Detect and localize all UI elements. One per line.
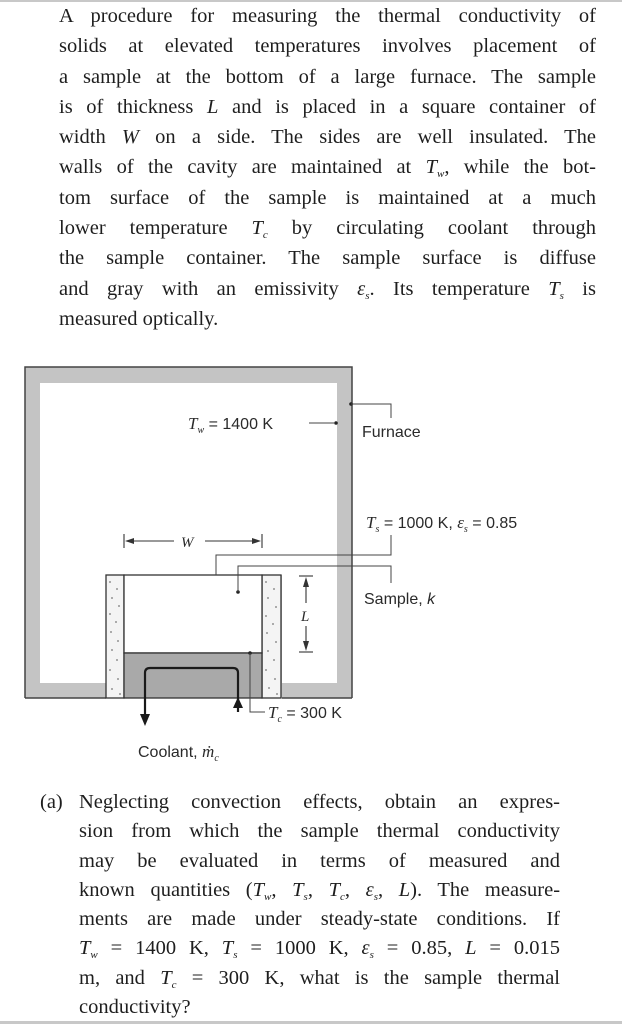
l-dimension-label: L bbox=[300, 609, 309, 625]
surface-temperature-label: Ts = 1000 K, εs = 0.85 bbox=[366, 513, 517, 535]
top-divider bbox=[0, 0, 622, 2]
text-line: known quantities (Tw, Ts, Tc, εs, L). Th… bbox=[79, 878, 561, 903]
text-line: Tw = 1400 K, Ts = 1000 K, εs = 0.85, L =… bbox=[79, 937, 560, 962]
text-line: and gray with an emissivity εs. Its temp… bbox=[59, 277, 596, 302]
math-symbol: T bbox=[221, 937, 234, 960]
sample-container bbox=[105, 574, 282, 699]
furnace-label: Furnace bbox=[362, 424, 421, 441]
text-line: (a)Neglecting convection effects, obtain… bbox=[40, 788, 560, 817]
math-symbol: T bbox=[328, 878, 340, 901]
part-label: (a) bbox=[40, 791, 63, 813]
bottom-divider bbox=[0, 1021, 622, 1024]
text-line: walls of the cavity are maintained at Tw… bbox=[59, 156, 596, 181]
coolant-loop bbox=[143, 666, 240, 716]
math-symbol: T bbox=[252, 878, 265, 901]
coolant-out-arrow bbox=[140, 714, 150, 726]
w-dimension-label: W bbox=[181, 535, 195, 551]
text-line: tom surface of the sample is maintained … bbox=[59, 186, 596, 209]
math-symbol: T bbox=[79, 937, 91, 960]
text-line: measured optically. bbox=[59, 307, 219, 330]
text-line: ments are made under steady-state condit… bbox=[79, 908, 560, 931]
text-line: lower temperature Tc by circulating cool… bbox=[59, 217, 596, 242]
wall-temperature-label: Tw = 1400 K bbox=[188, 414, 273, 436]
coolant-in-arrow bbox=[233, 697, 243, 708]
math-symbol: L bbox=[206, 95, 219, 118]
text-line: may be evaluated in terms of measured an… bbox=[79, 849, 560, 872]
coolant-temperature-label: Tc = 300 K bbox=[268, 703, 342, 725]
insulation-speckles bbox=[109, 581, 278, 695]
text-line: A procedure for measuring the thermal co… bbox=[59, 5, 596, 27]
text-line: m, and Tc = 300 K, what is the sample th… bbox=[79, 966, 560, 991]
text-line: solids at elevated temperatures involves… bbox=[59, 35, 596, 58]
math-symbol: T bbox=[292, 878, 304, 901]
text-line: the sample container. The sample surface… bbox=[59, 247, 596, 270]
math-symbol: ε bbox=[365, 878, 374, 901]
furnace-diagram: W L Tw = 1400 K Furnace Ts = 1000 K, εs … bbox=[24, 366, 517, 764]
text-line: width W on a side. The sides are well in… bbox=[59, 126, 596, 149]
text-line: is of thickness L and is placed in a squ… bbox=[59, 95, 597, 118]
width-dimension bbox=[123, 534, 263, 548]
math-symbol: T bbox=[425, 156, 437, 179]
part-a-question: (a)Neglecting convection effects, obtain… bbox=[40, 788, 560, 1022]
text-line: a sample at the bottom of a large furnac… bbox=[59, 65, 596, 88]
sample-label: Sample, k bbox=[364, 591, 436, 608]
math-symbol: L bbox=[398, 878, 411, 901]
math-symbol: T bbox=[251, 217, 263, 240]
coolant-label: Coolant, ṁc bbox=[138, 742, 219, 764]
text-line: conductivity? bbox=[79, 996, 191, 1019]
problem-statement: A procedure for measuring the thermal co… bbox=[59, 1, 596, 334]
math-symbol: T bbox=[548, 277, 560, 300]
math-symbol: ε bbox=[357, 277, 366, 300]
math-symbol: W bbox=[121, 126, 139, 149]
math-symbol: ε bbox=[361, 937, 370, 960]
math-symbol: L bbox=[465, 937, 477, 960]
text-line: sion from which the sample thermal condu… bbox=[79, 820, 560, 843]
math-symbol: T bbox=[160, 966, 172, 989]
